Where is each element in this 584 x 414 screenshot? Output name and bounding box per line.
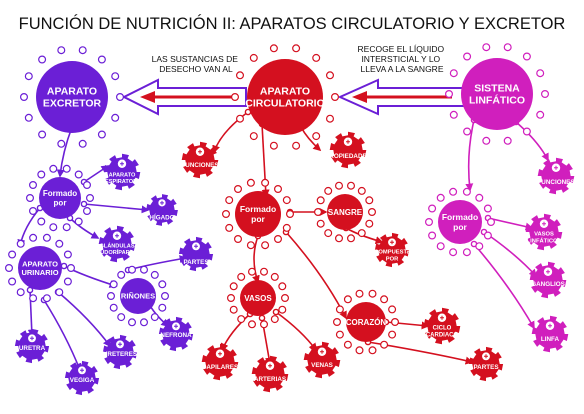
edge-linf-funciones: [512, 118, 549, 162]
edge-formado-vasos: [252, 232, 262, 284]
node-vegiga[interactable]: VEGIGA: [64, 360, 100, 396]
edge-formado-linfa: [470, 240, 535, 330]
edge-circ-funciones: [212, 108, 252, 154]
node-rinones-ring: [106, 265, 170, 327]
node-label: LINFA: [541, 336, 560, 343]
node-uretra[interactable]: URETRA: [14, 328, 50, 364]
node-formado-linf-ring: [425, 187, 496, 257]
node-ganglios[interactable]: GANGLIOS: [529, 261, 567, 299]
node-corazon[interactable]: CORAZÓN: [346, 302, 387, 342]
node-formado-circ-ring: [222, 178, 295, 250]
edge-formado-glandulas: [66, 214, 100, 239]
node-partes-circ[interactable]: PARTES: [468, 346, 504, 382]
arrow-label-left: LAS SUSTANCIAS DE DESECHO VAN AL: [152, 54, 241, 74]
node-rinones[interactable]: RIÑONES: [120, 278, 156, 314]
node-label: FUNCIONES: [181, 162, 218, 169]
node-label: SANGRE: [328, 208, 363, 217]
node-aparato-circulatorio-ring: [231, 44, 340, 150]
node-label: NEFRONA: [160, 332, 192, 339]
node-label: VEGIGA: [70, 377, 95, 384]
node-funciones-circ[interactable]: FUNCIONES: [181, 141, 219, 179]
node-funciones-linf[interactable]: FUNCIONES: [537, 157, 575, 195]
node-label: URETERES: [103, 351, 137, 358]
node-venas[interactable]: VENAS: [303, 341, 341, 379]
node-label: FUNCIONES: [537, 179, 574, 186]
node-sangre-ring: [314, 181, 377, 243]
arrow-linfatico-to-circulatorio: [337, 78, 469, 116]
node-label: RIÑONES: [121, 292, 155, 301]
node-label: ARTERIAS: [254, 376, 286, 383]
node-higado[interactable]: HÍGADO: [146, 194, 178, 226]
node-corazon-ring: [333, 289, 400, 355]
node-label: VASOS: [244, 294, 272, 303]
node-linfa[interactable]: LINFA: [531, 315, 569, 353]
edge-urinario-vegiga: [40, 296, 82, 372]
node-formado-excr-ring: [26, 164, 94, 232]
node-label: VENAS: [311, 362, 333, 369]
page-title: FUNCIÓN DE NUTRICIÓN II: APARATOS CIRCUL…: [19, 14, 566, 33]
node-label: PROPIEDADES: [325, 153, 371, 160]
node-nefrona[interactable]: NEFRONA: [158, 316, 194, 352]
node-label: HÍGADO: [149, 212, 174, 221]
node-label: CAPILARES: [202, 364, 238, 371]
node-partes-excr[interactable]: PARTES: [178, 236, 214, 272]
node-vasos[interactable]: VASOS: [240, 280, 276, 316]
edge-urinario-ureteres: [54, 288, 111, 348]
node-label: URETRA: [19, 345, 46, 352]
node-label: PARTES: [473, 364, 498, 371]
arrow-label-right: RECOGE EL LÍQUIDO INTERSTICIAL Y LO LLEV…: [358, 44, 447, 74]
edge-formado-higado: [80, 200, 150, 214]
edge-linf-formado: [465, 116, 478, 192]
node-aparato-excretor-ring: [20, 46, 124, 148]
node-label: GANGLIOS: [531, 281, 565, 288]
node-label: PARTES: [183, 259, 208, 266]
node-aparato-urinario-ring: [4, 233, 75, 303]
node-label: CORAZÓN: [346, 318, 387, 327]
node-sangre[interactable]: SANGRE: [327, 194, 363, 230]
node-arterias[interactable]: ARTERIAS: [251, 355, 289, 393]
node-vasos-ring: [227, 267, 290, 329]
edge-vasos-venas: [272, 308, 317, 352]
node-ureteres[interactable]: URETERES: [103, 334, 137, 370]
node-capilares[interactable]: CAPILARES: [201, 343, 239, 381]
edge-corazon-ciclo: [382, 318, 430, 330]
node-propiedades[interactable]: PROPIEDADES: [325, 131, 371, 169]
edge-vasos-capilares: [220, 310, 254, 352]
node-sistema-linfatico-ring: [445, 43, 549, 145]
arrow-circulatorio-to-excretor: [121, 78, 247, 116]
edge-formado-corazon: [282, 228, 347, 320]
